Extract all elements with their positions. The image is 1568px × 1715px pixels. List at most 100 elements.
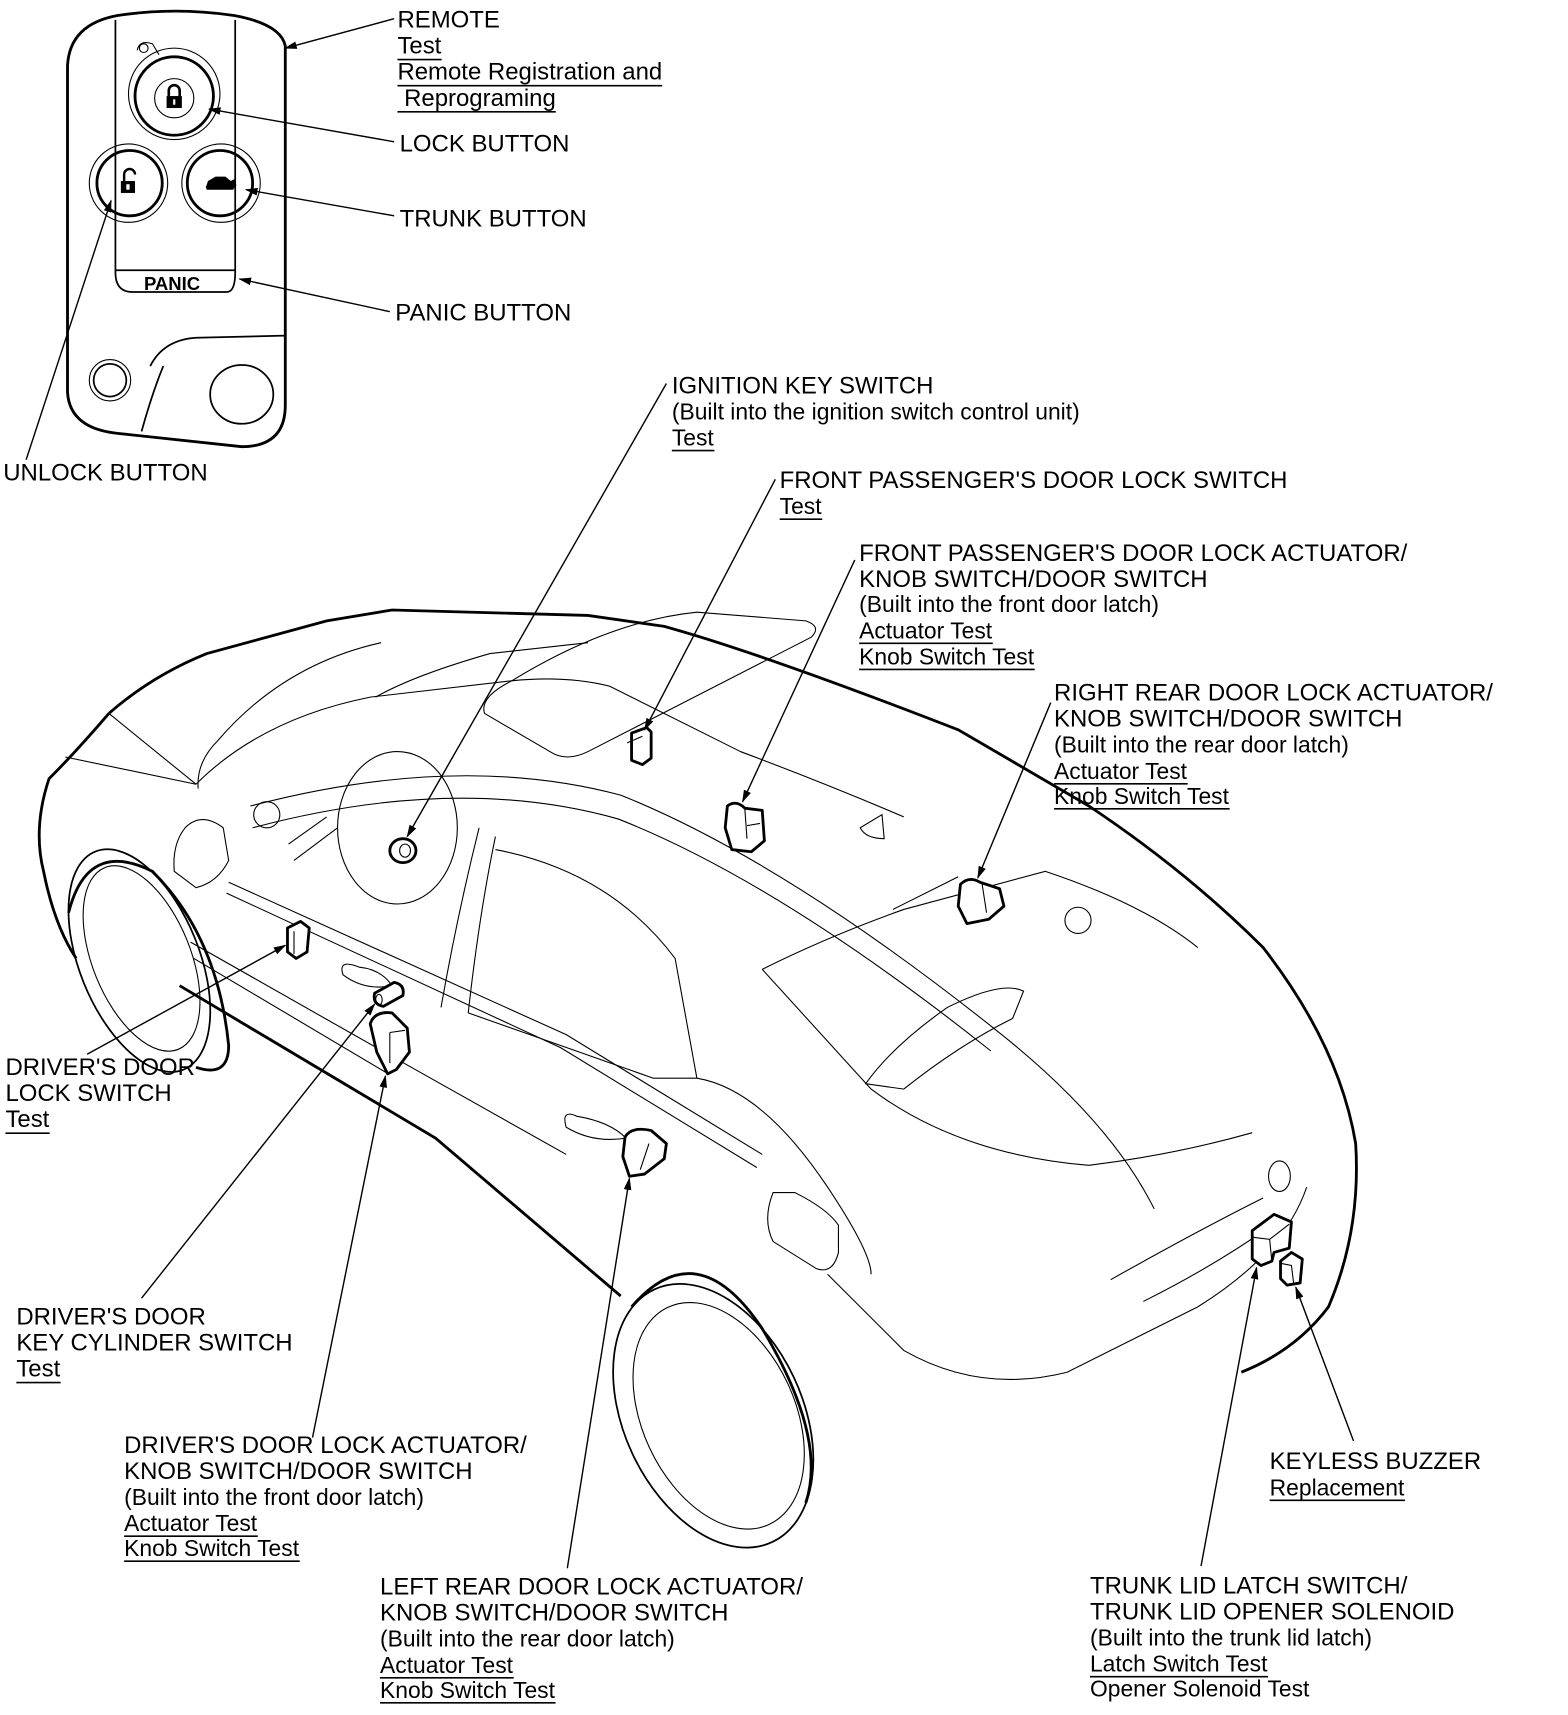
front-wheel [67,848,231,1073]
b-pillar-inner [467,836,496,1013]
callout-right-rear-actuator: RIGHT REAR DOOR LOCK ACTUATOR/ KNOB SWIT… [1054,679,1493,810]
fob-led-ring [88,359,132,402]
fob-lower-cover [149,334,286,367]
drivers-key-cylinder-test-link[interactable]: Test [16,1356,60,1383]
callout-title: TRUNK LID LATCH SWITCH/ [1090,1572,1408,1599]
car-trunk-icon [205,176,237,190]
left-rear-knob-switch-test-link[interactable]: Knob Switch Test [380,1677,556,1703]
front-door-handle [341,963,393,988]
roof-edge [375,642,589,698]
fob-lower-cover-edge [140,365,165,432]
drivers-lock-switch-test-link[interactable]: Test [5,1106,49,1133]
drivers-knob-switch-test-link[interactable]: Knob Switch Test [124,1535,300,1561]
rear-bumper-line [827,1186,1308,1380]
callout-note: (Built into the trunk lid latch) [1090,1625,1372,1651]
callout-note: (Built into the ignition switch control … [672,398,1080,424]
callout-title-2: LOCK SWITCH [5,1080,171,1107]
rear-emblem [1268,1160,1291,1193]
car-hood-outline [37,712,110,960]
left-rear-actuator-test-link[interactable]: Actuator Test [380,1652,514,1678]
side-mirror [173,819,230,889]
ignition-key-switch-part[interactable] [388,837,418,865]
front-passenger-actuator-part[interactable] [723,801,766,854]
shark-fin [859,813,885,840]
lock-button[interactable] [127,47,221,141]
padlock-closed-icon [166,83,182,109]
callout-title-2: KNOB SWITCH/DOOR SWITCH [859,566,1207,593]
driver-door-upper-line [250,775,1155,1210]
antenna-base [1064,906,1092,934]
panic-key[interactable]: PANIC [144,273,200,294]
callout-drivers-lock-switch: DRIVER'S DOOR LOCK SWITCH Test [5,1054,195,1135]
left-rear-actuator-part[interactable] [621,1127,668,1178]
callout-drivers-actuator: DRIVER'S DOOR LOCK ACTUATOR/ KNOB SWITCH… [124,1432,527,1563]
padlock-open-icon [120,167,137,193]
front-passenger-actuator-test-link[interactable]: Actuator Test [859,617,993,643]
lock-button-face [154,78,195,119]
callout-title-2: KNOB SWITCH/DOOR SWITCH [1054,706,1402,733]
rear-wheel [612,1272,815,1549]
trunk-button-label: TRUNK BUTTON [400,206,587,233]
callout-title: DRIVER'S DOOR [16,1303,205,1330]
lock-button-ring [133,55,215,137]
remote-registration-link[interactable]: Remote Registration and [397,59,662,86]
front-passenger-knob-switch-test-link[interactable]: Knob Switch Test [859,643,1035,669]
callout-title-2: KNOB SWITCH/DOOR SWITCH [380,1599,728,1626]
trunk-button[interactable] [181,143,261,223]
sunroof [483,611,817,758]
front-passenger-lock-switch-part[interactable] [626,726,653,767]
callout-title: LEFT REAR DOOR LOCK ACTUATOR/ [380,1573,803,1600]
fob-battery-cover [209,364,275,425]
trunk-lid-latch-part[interactable] [1250,1212,1293,1267]
callout-front-passenger-actuator: FRONT PASSENGER'S DOOR LOCK ACTUATOR/ KN… [859,540,1408,671]
callout-left-rear-actuator: LEFT REAR DOOR LOCK ACTUATOR/ KNOB SWITC… [380,1573,803,1704]
trunk-button-bezel [181,143,261,223]
ignition-key-switch-test-link[interactable]: Test [672,425,715,451]
hood-line [65,756,197,785]
callout-title-2: KNOB SWITCH/DOOR SWITCH [124,1458,472,1485]
steering-wheel [337,751,458,905]
right-rear-actuator-part[interactable] [956,878,1006,926]
callout-title: DRIVER'S DOOR LOCK ACTUATOR/ [124,1432,527,1459]
remote-reprogramming-link[interactable]: Reprograming [397,85,555,112]
trunk-button-ring [185,149,255,218]
door-lower-trim-2 [193,957,387,1074]
car-body [37,608,1358,1549]
belt-line-inner [226,892,758,1168]
keyless-buzzer-part[interactable] [1279,1251,1304,1287]
remote-fob-outline [66,9,287,449]
key-ring-hole [138,43,149,54]
callout-note: (Built into the front door latch) [124,1484,424,1510]
belt-line [228,881,763,1155]
opener-solenoid-test-link[interactable]: Opener Solenoid Test [1090,1676,1310,1702]
right-rear-knob-switch-test-link[interactable]: Knob Switch Test [1054,783,1230,809]
drivers-key-cylinder-part[interactable] [372,980,405,1008]
callout-title-2: KEY CYLINDER SWITCH [16,1329,292,1356]
fob-button-panel [114,19,237,293]
keyless-buzzer-replacement-link[interactable]: Replacement [1270,1474,1405,1500]
drivers-lock-switch-part[interactable] [286,920,311,960]
front-passenger-lock-switch-test-link[interactable]: Test [780,493,823,519]
rocker-panel [178,984,622,1298]
unlock-button[interactable] [88,143,169,223]
callout-keyless-buzzer: KEYLESS BUZZER Replacement [1270,1448,1482,1502]
callout-note: (Built into the rear door latch) [380,1626,675,1652]
unlock-button-bezel [88,143,169,223]
lock-button-label: LOCK BUTTON [400,131,570,158]
component-leaders [86,383,1355,1569]
callout-title: KEYLESS BUZZER [1270,1448,1482,1475]
lock-button-bezel [127,47,221,141]
remote-test-link[interactable]: Test [397,33,441,60]
callout-note: (Built into the front door latch) [859,591,1159,617]
right-rear-actuator-test-link[interactable]: Actuator Test [1054,758,1188,784]
callout-title: FRONT PASSENGER'S DOOR LOCK ACTUATOR/ [859,540,1407,567]
unlock-button-ring [95,149,164,218]
panic-button-label: PANIC BUTTON [395,299,571,326]
callout-title: IGNITION KEY SWITCH [672,372,934,399]
drivers-actuator-part[interactable] [368,1011,411,1076]
latch-switch-test-link[interactable]: Latch Switch Test [1090,1651,1268,1677]
fuel-door [767,1192,839,1271]
interior-vent [253,801,281,829]
drivers-actuator-test-link[interactable]: Actuator Test [124,1510,258,1536]
